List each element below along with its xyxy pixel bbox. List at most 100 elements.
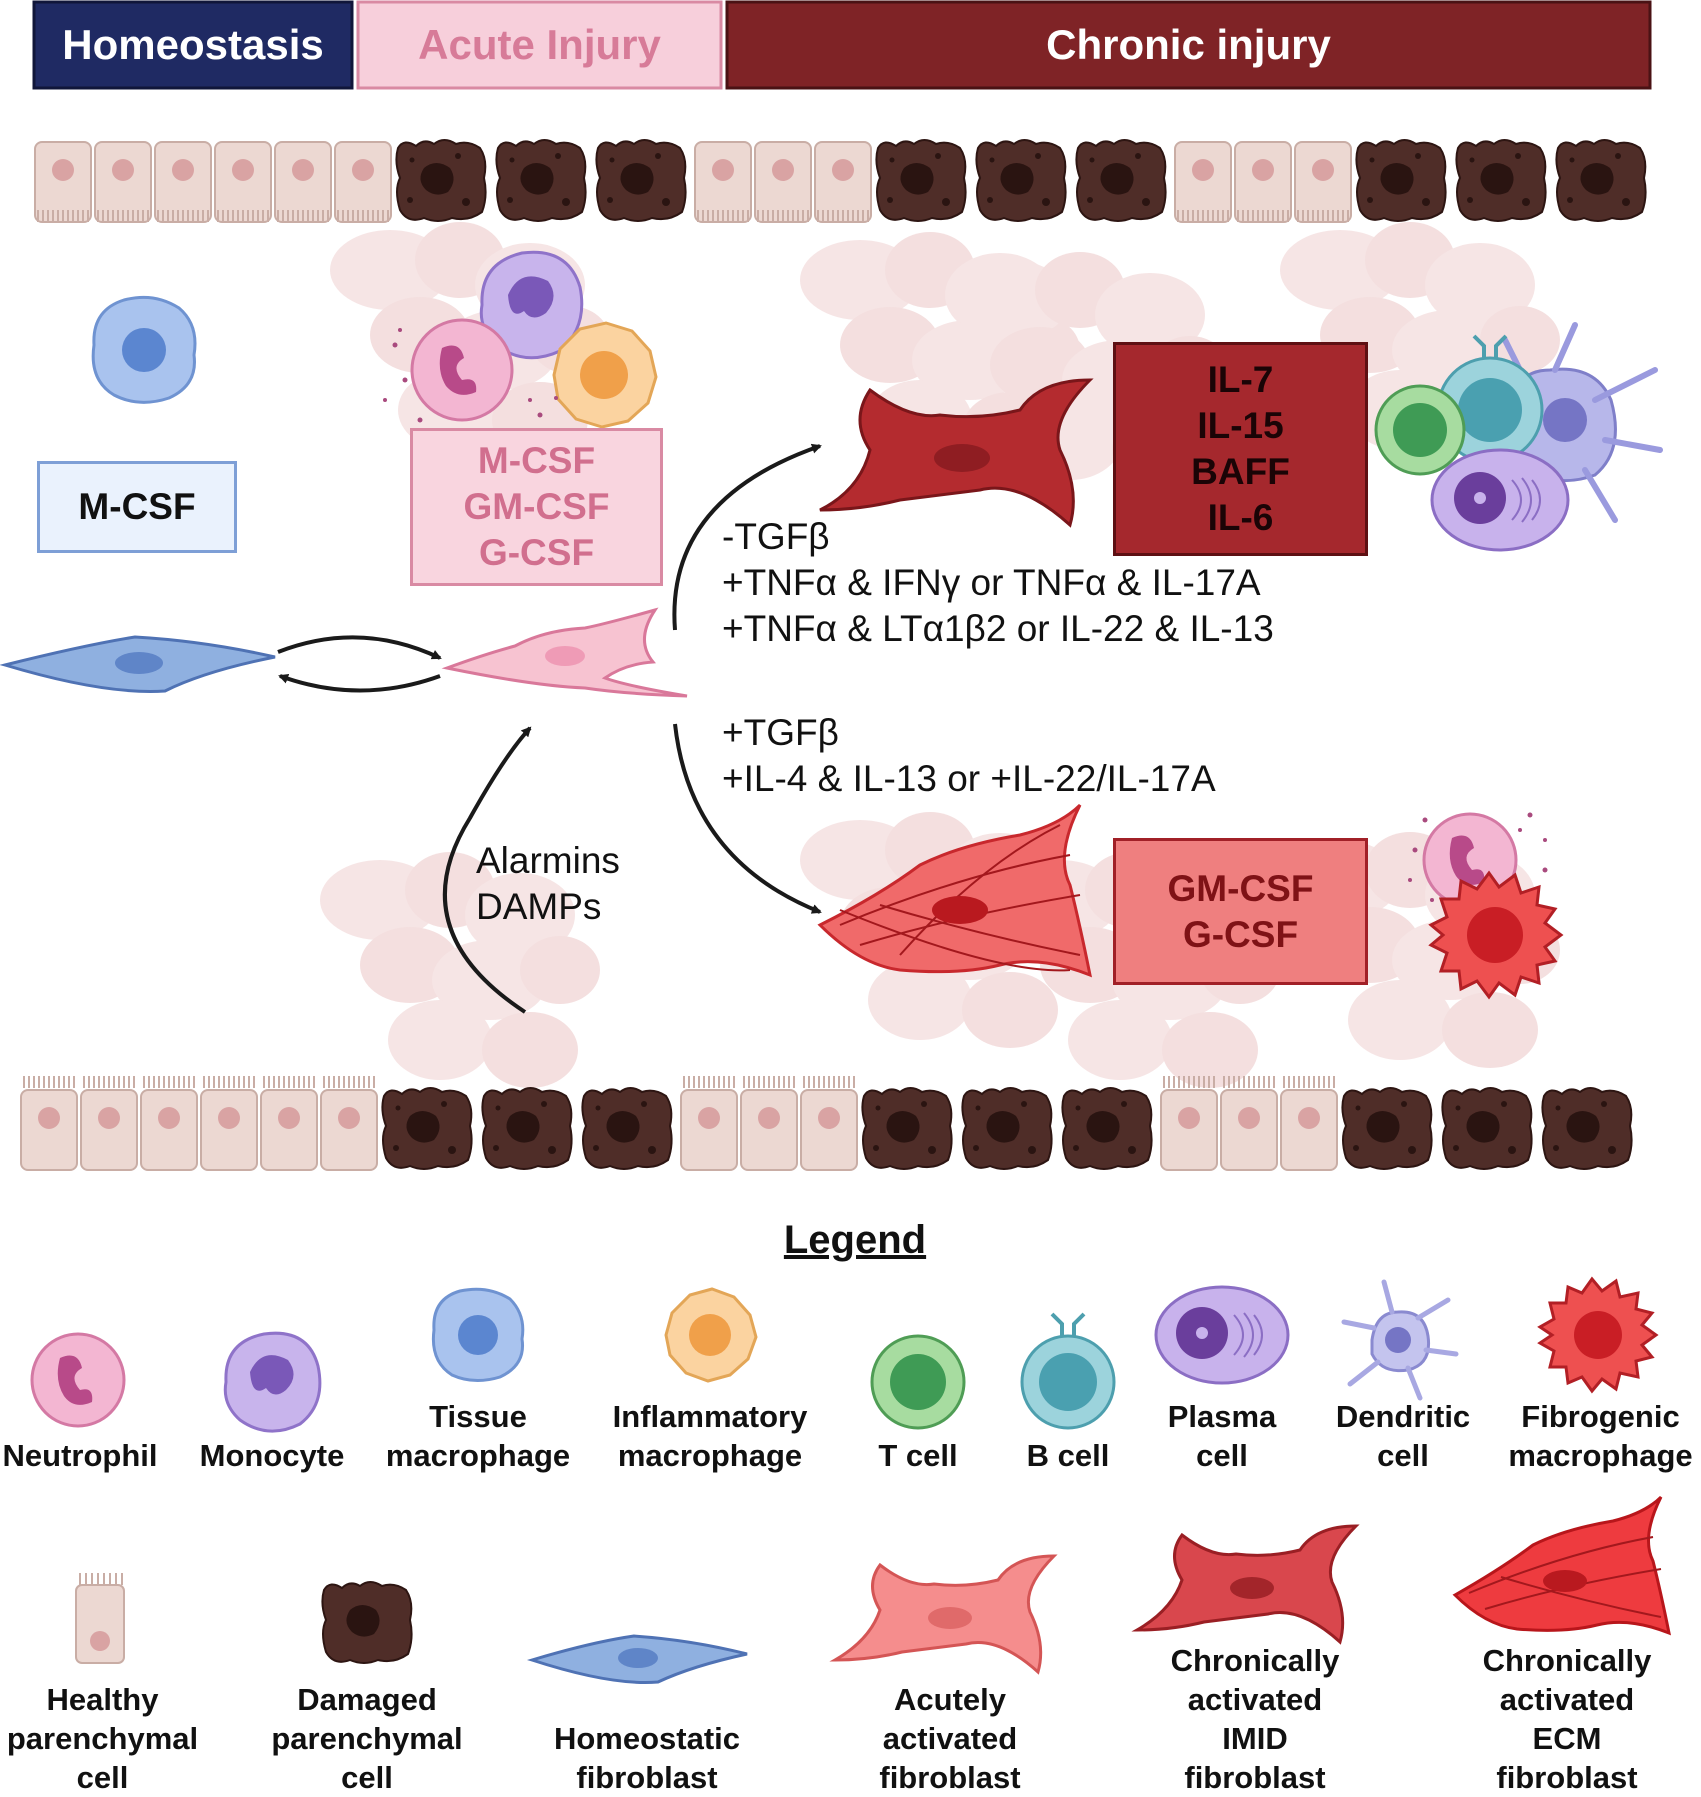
acute-injury-header: Acute Injury [418, 21, 661, 68]
damaged-parenchymal-cell [381, 1087, 473, 1170]
healthy-parenchymal-cell [80, 1089, 138, 1171]
legend-label-plasma-cell: Plasma cell [1152, 1397, 1292, 1475]
microvilli [1177, 210, 1229, 222]
legend-plasma-cell-icon [1154, 1285, 1290, 1385]
legend-text: fibroblast [1184, 1760, 1326, 1795]
healthy-parenchymal-cell [200, 1089, 258, 1171]
healthy-parenchymal-cell [140, 1089, 198, 1171]
damaged-parenchymal-cell [481, 1087, 573, 1170]
arrow-to-imid [672, 443, 822, 631]
healthy-parenchymal-cell [1280, 1089, 1338, 1171]
legend-text: cell [1196, 1438, 1248, 1473]
homeostasis-header: Homeostasis [62, 21, 324, 68]
legend-text: Damaged [297, 1682, 437, 1717]
legend-text: activated [1187, 1682, 1323, 1717]
chronic-ecm-immune-cluster [1408, 812, 1564, 1000]
microvilli [1223, 1076, 1275, 1088]
legend-text: cell [76, 1760, 129, 1795]
legend-label-homeostatic-fibroblast: Homeostatic fibroblast [532, 1719, 762, 1797]
ecm-factor-2: G-CSF [1182, 913, 1299, 955]
legend-fibrogenic-macrophage-icon [1537, 1276, 1659, 1394]
legend-imid-fibroblast-icon [1131, 1524, 1360, 1645]
legend-text: parenchymal [271, 1721, 463, 1756]
damaged-parenchymal-cell [875, 139, 967, 222]
legend-label-damaged-parenchymal-cell: Damaged parenchymal cell [262, 1680, 472, 1797]
legend-text: Neutrophil [2, 1438, 158, 1473]
microvilli [143, 1076, 195, 1088]
arrows [277, 443, 822, 1014]
legend-dendritic-cell-icon [1341, 1279, 1459, 1401]
imid-factor-3: BAFF [1191, 451, 1290, 492]
legend-healthy-parenchymal-cell-icon [75, 1573, 125, 1664]
microvilli [83, 1076, 135, 1088]
imid-factor-2: IL-15 [1197, 405, 1284, 446]
acute-factor-3: G-CSF [478, 532, 595, 573]
acute-immune-cluster [383, 250, 658, 429]
homeostasis-factor-box: M-CSF [37, 461, 237, 553]
damaged-parenchymal-cell [395, 139, 487, 222]
ecm-factors-box: GM-CSF G-CSF [1113, 838, 1368, 985]
healthy-parenchymal-cell [1160, 1089, 1218, 1171]
healthy-parenchymal-cell [260, 1089, 318, 1171]
legend-label-inflammatory-macrophage: Inflammatory macrophage [590, 1397, 830, 1475]
chronic-header-bg [725, 0, 1652, 90]
legend-text: Healthy [46, 1682, 159, 1717]
microvilli [757, 210, 809, 222]
damaged-parenchymal-cell [1555, 139, 1647, 222]
legend-text: Inflammatory [612, 1399, 808, 1434]
microvilli [37, 210, 89, 222]
legend-label-fibrogenic-macrophage: Fibrogenic macrophage [1498, 1397, 1701, 1475]
legend-label-monocyte: Monocyte [182, 1436, 362, 1475]
damaged-parenchymal-cell [975, 139, 1067, 222]
ecm-signal-2: +IL-4 & IL-13 or +IL-22/IL-17A [722, 758, 1216, 799]
legend-homeostatic-fibroblast-icon [526, 1634, 748, 1684]
microvilli [157, 210, 209, 222]
legend-text: cell [1377, 1438, 1429, 1473]
healthy-parenchymal-cell [740, 1089, 798, 1171]
damaged-parenchymal-cell [595, 139, 687, 222]
microvilli [1297, 210, 1349, 222]
homeostatic-fibroblast [0, 635, 276, 693]
chronic-injury-header: Chronic injury [1046, 21, 1331, 68]
legend-text: Chronically [1170, 1643, 1340, 1678]
ecm-fibroblast [817, 803, 1093, 978]
legend-acutely-activated-fibroblast-icon [829, 1554, 1058, 1675]
damaged-parenchymal-cell [961, 1087, 1053, 1170]
microvilli [337, 210, 389, 222]
microvilli [23, 1076, 75, 1088]
legend-icons [30, 1276, 1672, 1684]
legend-inflammatory-macrophage-icon [664, 1287, 758, 1383]
legend-label-tissue-macrophage: Tissue macrophage [368, 1397, 588, 1475]
arrow-to-ecm [673, 723, 822, 914]
alarmin-signals: Alarmins DAMPs [476, 838, 620, 930]
legend-label-ecm-fibroblast: Chronically activated ECM fibroblast [1462, 1641, 1672, 1797]
damaged-parenchymal-cell [1341, 1087, 1433, 1170]
legend-monocyte-icon [223, 1331, 322, 1433]
legend-text: B cell [1026, 1438, 1110, 1473]
imid-signal-1: -TGFβ [722, 516, 830, 557]
arrow-acute-to-homeostatic [278, 674, 441, 693]
damaged-parenchymal-cell [1541, 1087, 1633, 1170]
acute-header-bg [356, 0, 723, 90]
legend-text: Plasma [1167, 1399, 1277, 1434]
legend-text: IMID [1222, 1721, 1288, 1756]
microvilli [203, 1076, 255, 1088]
healthy-parenchymal-cell [320, 1089, 378, 1171]
legend-label-healthy-parenchymal-cell: Healthy parenchymal cell [0, 1680, 205, 1797]
damaged-parenchymal-cell [1455, 139, 1547, 222]
healthy-parenchymal-cell [680, 1089, 738, 1171]
damaged-parenchymal-cell [1355, 139, 1447, 222]
legend-text: ECM [1532, 1721, 1602, 1756]
acute-fibroblast [441, 607, 688, 698]
arrow-alarmins [442, 726, 532, 1014]
legend-text: Chronically [1482, 1643, 1652, 1678]
healthy-parenchymal-cell [1220, 1089, 1278, 1171]
microvilli [1283, 1076, 1335, 1088]
legend-b-cell-icon [1020, 1312, 1116, 1430]
legend-text: macrophage [617, 1438, 803, 1473]
microvilli [323, 1076, 375, 1088]
damaged-parenchymal-cell [495, 139, 587, 222]
microvilli [803, 1076, 855, 1088]
legend-text: macrophage [385, 1438, 571, 1473]
damaged-parenchymal-cell [861, 1087, 953, 1170]
